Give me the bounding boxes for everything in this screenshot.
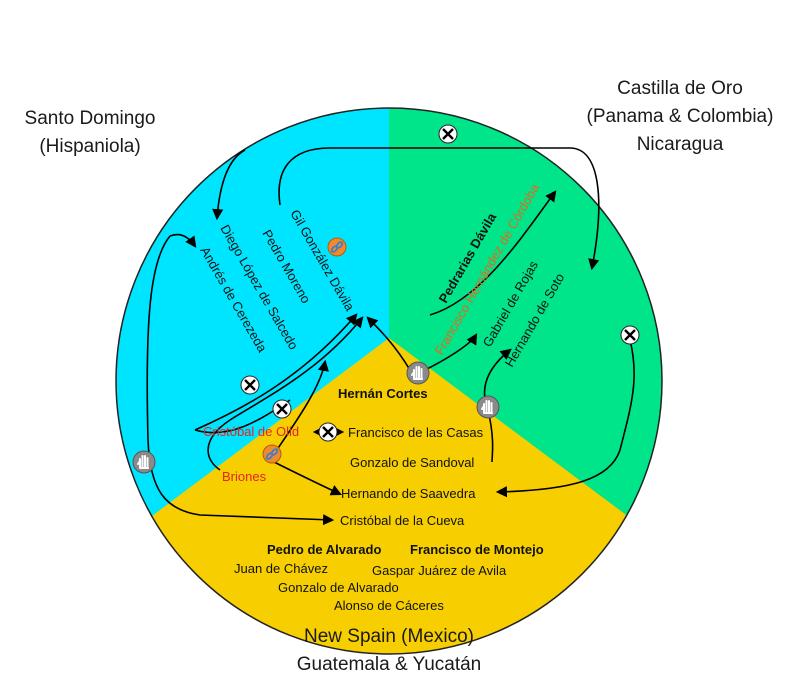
region-label-santo-domingo-1: Santo Domingo [25, 108, 156, 129]
region-label-santo-domingo-2: (Hispaniola) [39, 136, 140, 157]
killed-x-icon [619, 324, 641, 346]
arrow-to-cueva [146, 235, 335, 526]
arrow-to-salcedo [212, 149, 246, 221]
killed-x-icon [239, 374, 261, 396]
region-label-new-spain-1: New Spain (Mexico) [304, 626, 474, 647]
surrender-hand-icon [476, 395, 500, 419]
surrender-hand-icon [132, 450, 156, 474]
killed-x-icon [317, 421, 339, 443]
region-label-castilla-2: (Panama & Colombia) [587, 106, 774, 127]
person-francisco-de-montejo: Francisco de Montejo [410, 542, 544, 557]
killed-x-icon [437, 123, 459, 145]
killed-x-icon [271, 398, 293, 420]
person-juan-de-chavez: Juan de Chávez [234, 561, 328, 576]
region-label-castilla-3: Nicaragua [637, 134, 724, 155]
chained-prisoner-icon [262, 444, 282, 464]
map-circle [115, 107, 663, 655]
arrow-to-cerezeda [169, 233, 197, 248]
arrow-to-rojas [424, 333, 478, 371]
person-pedro-de-alvarado: Pedro de Alvarado [267, 542, 381, 557]
region-label-castilla-1: Castilla de Oro [617, 78, 743, 99]
person-gaspar-juarez-de-avila: Gaspar Juárez de Avila [372, 563, 507, 578]
new-spain-region [116, 338, 662, 654]
region-label-new-spain-2: Guatemala & Yucatán [297, 654, 482, 675]
person-alonso-de-caceres: Alonso de Cáceres [334, 598, 444, 613]
person-briones: Briones [222, 469, 267, 484]
arrow-olid-gil [194, 313, 358, 431]
arrow-to-pedrarias [429, 190, 557, 316]
person-hernando-de-saavedra: Hernando de Saavedra [341, 486, 476, 501]
person-gonzalo-de-alvarado: Gonzalo de Alvarado [278, 580, 399, 595]
person-francisco-de-las-casas: Francisco de las Casas [348, 425, 484, 440]
person-hernan-cortes: Hernán Cortes [338, 386, 428, 401]
surrender-hand-icon [406, 361, 430, 385]
arrow-to-saavedra [495, 339, 635, 498]
chained-prisoner-icon [327, 237, 347, 257]
arrow-cortes-gil [366, 316, 411, 371]
person-cristobal-de-la-cueva: Cristóbal de la Cueva [340, 513, 465, 528]
person-cristobal-de-olid: Cristóbal de Olid [203, 424, 299, 439]
arrow-to-soto [278, 147, 600, 271]
arrow-briones-gil [207, 316, 364, 471]
person-gonzalo-de-sandoval: Gonzalo de Sandoval [350, 455, 474, 470]
new-spain-people: Hernán Cortes Cristóbal de Olid Francisc… [203, 386, 544, 613]
